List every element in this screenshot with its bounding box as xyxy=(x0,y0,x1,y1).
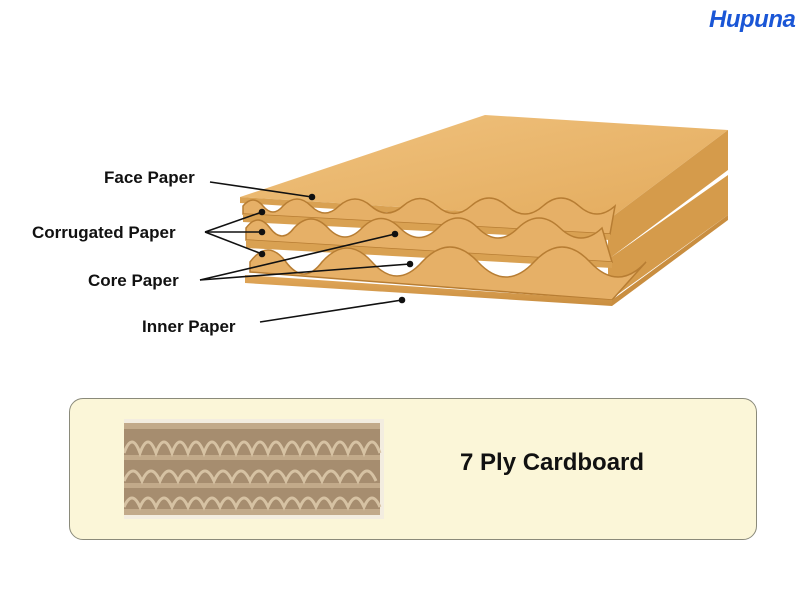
leader-face xyxy=(209,181,313,198)
label-face-paper: Face Paper xyxy=(104,168,195,187)
leader-face-dot xyxy=(308,193,316,201)
leader-corrugated-3 xyxy=(204,231,263,255)
label-core-paper: Core Paper xyxy=(88,271,179,290)
leader-core-dot-1 xyxy=(391,230,399,238)
panel-title: 7 Ply Cardboard xyxy=(460,449,645,476)
leader-core-1 xyxy=(199,233,396,281)
label-inner-paper: Inner Paper xyxy=(142,317,236,336)
leader-corrugated-dot-3 xyxy=(258,250,266,258)
leader-core-dot-2 xyxy=(406,260,414,268)
photo-liner-1 xyxy=(124,423,380,429)
photo-flute-2 xyxy=(124,469,378,485)
photo-liner-2 xyxy=(124,455,380,460)
photo-flute-1 xyxy=(124,440,382,458)
inner-paper-right xyxy=(612,215,728,306)
leader-lines xyxy=(199,181,414,323)
leader-corrugated-1 xyxy=(204,211,263,233)
inner-paper-sheet xyxy=(245,275,612,306)
leader-core-2 xyxy=(199,263,411,281)
ply-info-panel: 7 Ply Cardboard xyxy=(69,398,757,540)
leader-corrugated-dot-1 xyxy=(258,208,266,216)
photo-liner-3 xyxy=(124,483,380,488)
cardboard-layers-diagram xyxy=(199,115,728,323)
photo-flute-3 xyxy=(124,496,382,511)
hupuna-logo: Hupuna xyxy=(709,6,796,33)
leader-corrugated-dot-2 xyxy=(258,228,266,236)
photo-liner-4 xyxy=(124,509,380,515)
leader-inner-dot xyxy=(398,296,406,304)
label-corrugated-paper: Corrugated Paper xyxy=(32,223,176,242)
corrugated-layer-bottom xyxy=(249,246,647,301)
cardboard-cross-section-photo xyxy=(124,419,384,519)
leader-inner xyxy=(259,299,403,323)
board-right-edge xyxy=(608,130,728,300)
corrugated-layer-middle xyxy=(245,217,614,263)
face-paper-sheet xyxy=(240,115,728,220)
photo-board-body xyxy=(124,423,380,515)
